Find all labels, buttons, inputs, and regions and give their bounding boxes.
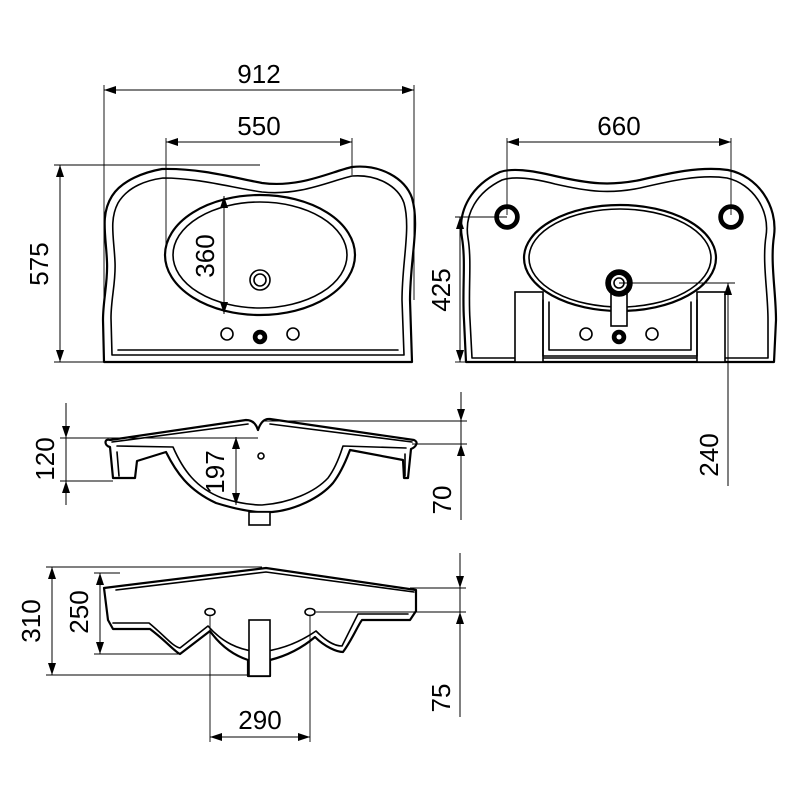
top-view-tap-hole-center-inner (257, 334, 263, 340)
side-section-inner (116, 445, 407, 506)
dim-front-height: 310 (16, 599, 46, 642)
dim-bowl-inner-depth: 197 (200, 450, 230, 493)
dim-front-inner-height: 250 (64, 590, 94, 633)
top-view-bowl-outer (163, 193, 357, 317)
dim-rear-width: 660 (597, 111, 640, 141)
top-view-inner-outline (110, 175, 408, 356)
top-view-tap-hole-right (286, 327, 300, 341)
rear-view-frame-center (542, 299, 698, 357)
dim-bowl-width: 550 (237, 111, 280, 141)
dim-drain-height: 240 (694, 433, 724, 476)
top-view-tap-hole-left (220, 327, 234, 341)
dim-side-height: 120 (30, 437, 60, 480)
dim-drain-spacing: 290 (238, 705, 281, 735)
dim-overall-depth: 575 (24, 242, 54, 285)
rear-view-frame-right (696, 291, 726, 363)
rear-view-tap-hole-left (579, 327, 593, 341)
rear-view-tap-hole-right (645, 327, 659, 341)
side-section-outline (104, 417, 418, 514)
rear-view: 660 425 240 (426, 111, 778, 486)
front-section: 310 250 75 290 (16, 553, 466, 742)
dim-bowl-depth: 360 (190, 234, 220, 277)
top-view-bowl-inner (172, 201, 348, 309)
top-view: 912 550 575 360 (24, 59, 417, 364)
dim-drain-offset: 70 (427, 486, 457, 515)
rear-view-inner-outline (466, 176, 769, 359)
dim-rear-height: 425 (426, 268, 456, 311)
front-section-drain-stub (248, 619, 271, 677)
side-section: 120 197 70 (30, 392, 467, 526)
dim-overall-width: 912 (237, 59, 280, 89)
dim-front-bottom: 75 (426, 684, 456, 713)
top-view-drain-inner (253, 273, 267, 287)
rear-view-mount-hole-right-inner (723, 209, 739, 225)
rear-view-frame-left (514, 291, 544, 363)
side-section-drain-stub (248, 511, 271, 526)
